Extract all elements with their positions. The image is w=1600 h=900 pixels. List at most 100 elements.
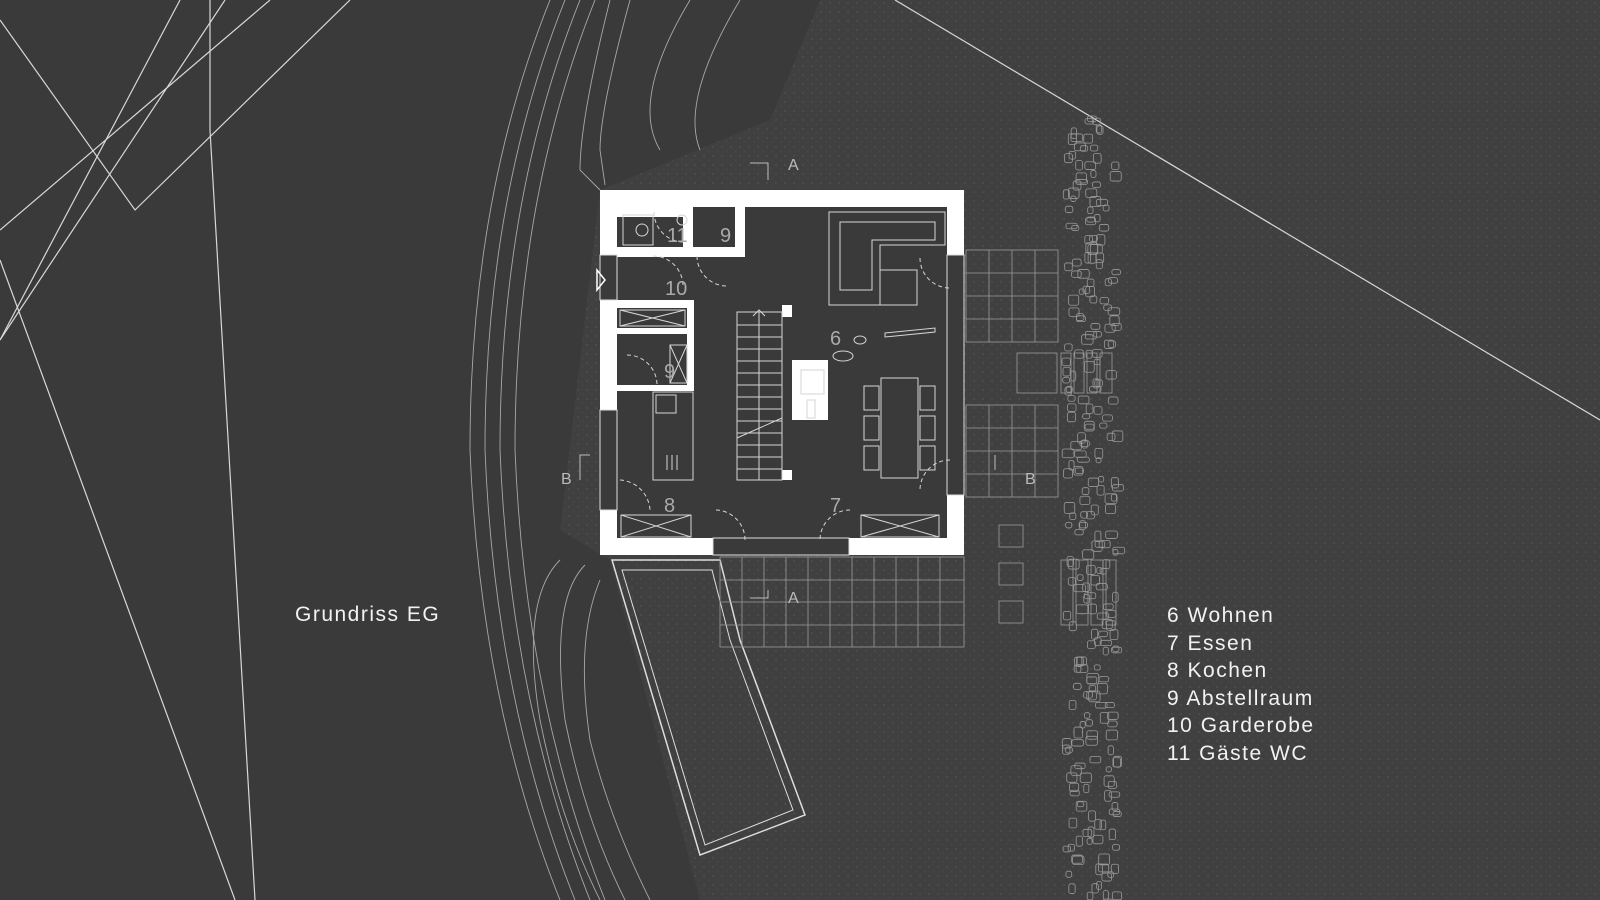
paving-stone <box>1068 307 1080 317</box>
paving-stone <box>1069 789 1080 797</box>
paving-stone <box>1090 170 1097 178</box>
paving-stone <box>1071 854 1084 864</box>
paving-stone <box>1095 583 1108 591</box>
paving-stone <box>1064 262 1073 272</box>
paving-stone <box>1098 676 1110 683</box>
paving-stone <box>1097 863 1110 873</box>
paving-stone <box>1070 765 1082 776</box>
paving-stone <box>1079 495 1091 506</box>
paving-stone <box>1063 468 1073 479</box>
pond <box>610 559 806 856</box>
paving-stone <box>1102 204 1110 212</box>
paving-stone <box>1072 258 1082 267</box>
paving-stone <box>1090 575 1100 586</box>
paving-stone <box>1072 180 1082 191</box>
paving-stone <box>1072 855 1085 866</box>
paving-stone <box>1086 691 1097 701</box>
paving-stone <box>1062 744 1071 755</box>
paving-stone <box>1092 378 1100 389</box>
paving-stone <box>1083 133 1094 144</box>
paving-stone <box>1063 502 1076 514</box>
paving-stone <box>1084 330 1097 340</box>
paving-stone <box>1087 252 1097 264</box>
paving-stone <box>1088 690 1101 703</box>
paving-stone <box>1109 315 1120 326</box>
paving-stone <box>1061 738 1072 749</box>
paving-stone <box>1095 124 1103 134</box>
paving-stone <box>1067 403 1077 412</box>
paving-stone <box>1082 549 1095 560</box>
paving-stone <box>1076 456 1090 463</box>
paving-stone <box>1101 619 1113 630</box>
paving-stone <box>1069 512 1077 521</box>
legend-item: 7 Essen <box>1167 631 1254 655</box>
paving-stone <box>1096 881 1103 890</box>
paving-stone <box>1081 439 1088 449</box>
paving-stone <box>1094 819 1102 830</box>
paving-stone <box>1080 511 1088 519</box>
paving-stone <box>1106 610 1117 618</box>
room-number-10: 10 <box>665 278 687 300</box>
paving-stone <box>1093 637 1102 646</box>
paving-stone <box>1102 414 1113 422</box>
paving-stone <box>1074 656 1084 667</box>
paving-stone <box>1092 181 1101 188</box>
paving-stone <box>1069 782 1080 792</box>
paving-stone <box>1077 269 1090 279</box>
paving-stone <box>1065 521 1073 529</box>
paving-stone <box>1096 125 1104 135</box>
paving-stone <box>1087 640 1096 649</box>
paving-stone <box>1111 322 1122 331</box>
paving-stone <box>1077 395 1090 405</box>
paving-stone <box>1084 118 1094 125</box>
paving-stone <box>1098 540 1111 549</box>
paving-stone <box>1102 559 1111 570</box>
paving-stone <box>1075 160 1083 171</box>
paving-stone <box>1095 702 1108 709</box>
paving-stone <box>1087 477 1099 487</box>
paving-stone <box>1075 604 1089 615</box>
paving-stone <box>1065 746 1073 754</box>
paving-stone <box>1078 288 1085 295</box>
paving-stone <box>1112 546 1126 555</box>
paving-stone <box>1089 196 1102 208</box>
paving-stone <box>1082 828 1093 837</box>
paving-stone <box>1113 755 1122 768</box>
paving-stone <box>1107 340 1117 348</box>
paving-stone <box>1068 700 1077 711</box>
paving-stone <box>1099 567 1107 575</box>
paving-stone <box>1068 187 1080 199</box>
dining-table <box>880 377 919 479</box>
paving-stone <box>1092 834 1104 845</box>
room-number-9-upper: 9 <box>720 225 731 247</box>
paving-stone <box>1094 447 1104 459</box>
paving-stone <box>1086 216 1096 223</box>
room-number-7: 7 <box>830 495 841 517</box>
paving-stone <box>1089 235 1098 242</box>
paving-stone <box>1099 712 1110 724</box>
paving-stone <box>1088 603 1097 615</box>
paving-stone <box>1093 358 1101 366</box>
paving-stone <box>1095 259 1103 270</box>
legend-item: 6 Wohnen <box>1167 604 1275 627</box>
paving-stone <box>1107 720 1118 728</box>
paving-stone <box>1071 739 1084 747</box>
paving-stone <box>1093 406 1103 415</box>
paving-stone <box>1106 432 1116 441</box>
paving-stone <box>1110 863 1120 874</box>
paving-stone <box>1083 783 1090 794</box>
furniture <box>619 211 951 541</box>
paving-stone <box>1082 413 1091 420</box>
paving-stone <box>1098 630 1108 638</box>
paving-stone <box>1105 530 1118 539</box>
paving-stone <box>1075 835 1083 847</box>
paving-stone <box>1111 161 1120 171</box>
paving-stone <box>1090 144 1099 152</box>
section-a-label-bottom: A <box>788 590 799 607</box>
legend-item: 9 Abstellraum <box>1167 686 1314 710</box>
paving-stone <box>1091 540 1103 552</box>
paving-stone <box>1061 357 1071 367</box>
paving-stone <box>1066 411 1076 423</box>
